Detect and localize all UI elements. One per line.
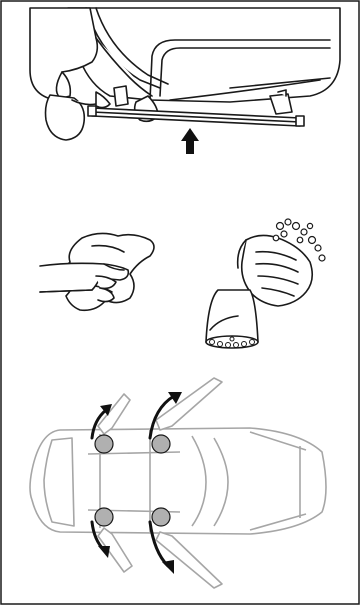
panel-2-cleaning	[40, 219, 325, 348]
hinge-point-icon	[152, 435, 170, 453]
bucket-icon	[206, 290, 258, 348]
hinge-point-icon	[95, 435, 113, 453]
car-top-view	[30, 428, 326, 534]
hinge-point-icon	[152, 508, 170, 526]
front-right-door	[156, 532, 222, 588]
side-sill-bar	[88, 106, 304, 126]
hinge-point-icon	[95, 508, 113, 526]
up-arrow-icon	[181, 128, 199, 154]
panel-1-sill-installation	[30, 8, 340, 140]
panel-3-door-operation	[30, 378, 326, 588]
